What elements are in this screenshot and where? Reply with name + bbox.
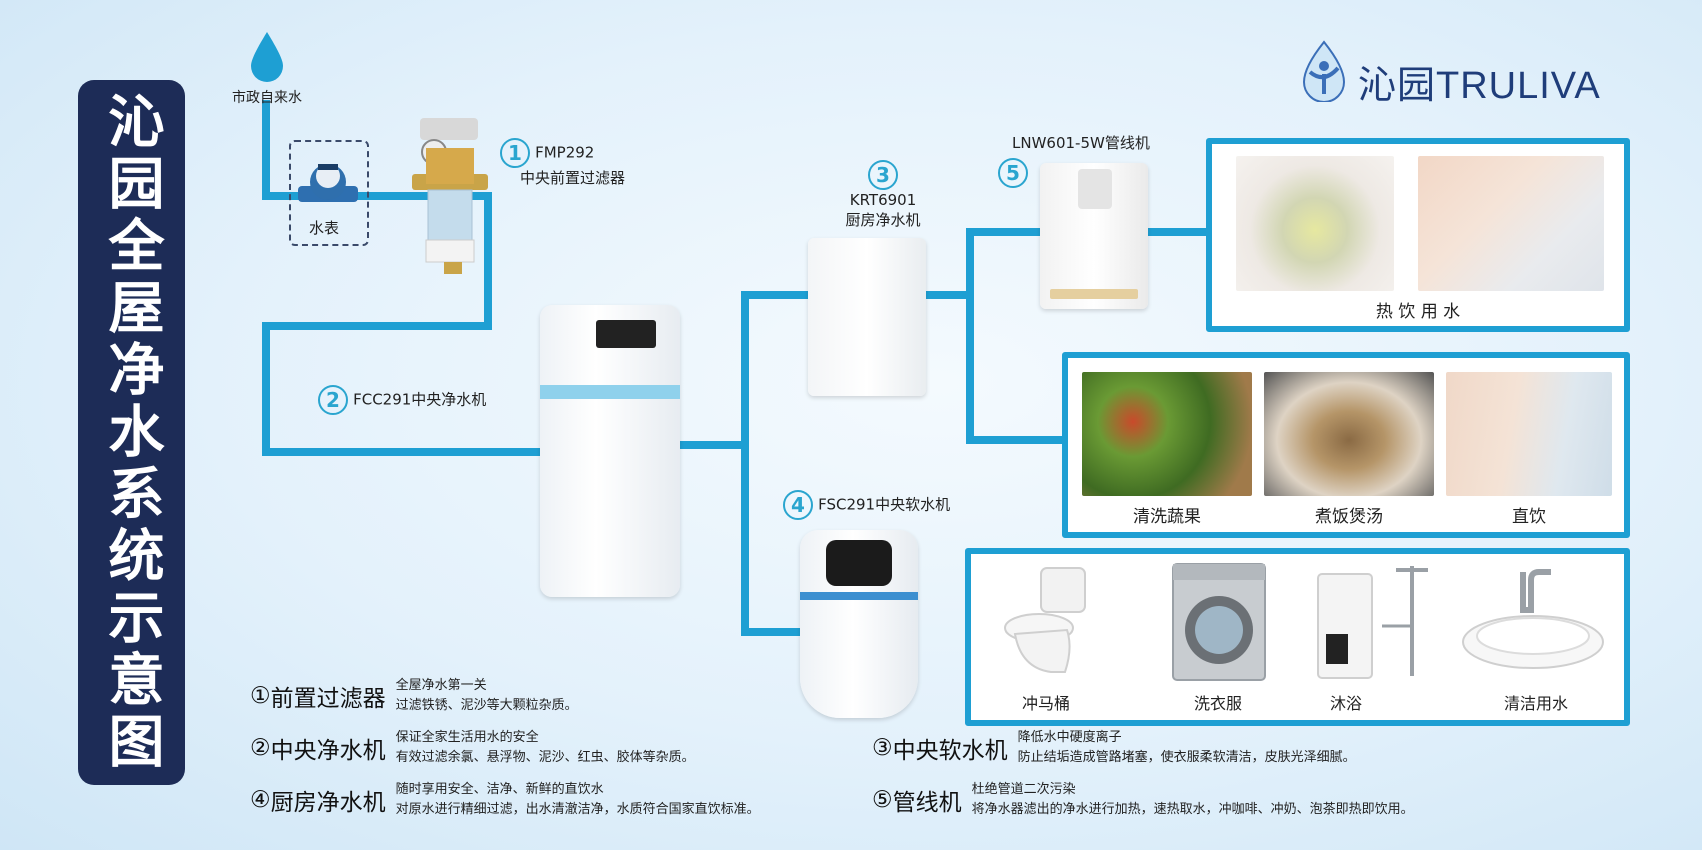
legend-4-head: 厨房净水机 [270, 790, 386, 816]
legend-4-line2: 对原水进行精细过滤，出水清澈洁净，水质符合国家直饮标准。 [395, 802, 760, 817]
photo-vegetables [1082, 372, 1252, 496]
legend-1-head: 前置过滤器 [270, 686, 386, 712]
device-3-number: 3 [868, 160, 898, 190]
drinking-caption-1: 清洗蔬果 [1133, 507, 1201, 527]
water-softener-image [800, 530, 918, 718]
water-meter-label: 水表 [309, 219, 340, 237]
hot-water-caption: 热 饮 用 水 [1375, 302, 1461, 322]
legend-3-num: ③ [872, 735, 893, 761]
brand-logo-icon [1298, 38, 1350, 103]
water-drop-icon [248, 30, 286, 86]
source-label: 市政自来水 [232, 90, 302, 106]
device-4-label: 4 FSC291中央软水机 [783, 490, 950, 520]
device-1-model: FMP292 [535, 143, 595, 162]
legend-3-line2: 防止结垢造成管路堵塞，使衣服柔软清洁，皮肤光泽细腻。 [1017, 750, 1356, 765]
legend-item-5: ⑤ 管线机 杜绝管道二次污染 将净水器滤出的净水进行加热，速热取水，冲咖啡、冲奶… [872, 780, 1414, 820]
device-2-number: 2 [318, 385, 348, 415]
photo-soup-pot [1264, 372, 1434, 496]
legend-item-4: ④ 厨房净水机 随时享用安全、洁净、新鲜的直饮水 对原水进行精细过滤，出水清澈洁… [250, 780, 760, 820]
kitchen-purifier-image [808, 238, 926, 396]
device-2-text: FCC291中央净水机 [353, 390, 487, 409]
legend-1-line2: 过滤铁锈、泥沙等大颗粒杂质。 [395, 698, 578, 713]
vertical-title: 沁园全屋净水系统示意图 [78, 80, 185, 785]
legend-item-2: ② 中央净水机 保证全家生活用水的安全 有效过滤余氯、悬浮物、泥沙、红虫、胶体等… [250, 728, 695, 768]
pre-filter-image [412, 118, 488, 282]
water-meter-box [289, 140, 369, 246]
water-meter-icon [296, 152, 360, 216]
photo-tea-cup [1236, 156, 1394, 291]
washing-machine-icon [1171, 562, 1267, 686]
legend-2-head: 中央净水机 [270, 738, 386, 764]
device-1-name: 中央前置过滤器 [520, 169, 626, 187]
device-2-label: 2 FCC291中央净水机 [318, 385, 486, 415]
soft-caption-4: 清洁用水 [1503, 694, 1568, 713]
pipeline-machine-image [1040, 163, 1148, 309]
soft-caption-3: 沐浴 [1329, 694, 1362, 713]
legend-2-line2: 有效过滤余氯、悬浮物、泥沙、红虫、胶体等杂质。 [395, 750, 695, 765]
legend-5-line2: 将净水器滤出的净水进行加热，速热取水，冲咖啡、冲奶、泡茶即热即饮用。 [971, 802, 1414, 817]
panel-hot-water: 热 饮 用 水 [1206, 138, 1630, 332]
device-3-name: 厨房净水机 [845, 211, 921, 229]
device-1-label: 1 FMP292 中央前置过滤器 [500, 138, 625, 188]
device-1-number: 1 [500, 138, 530, 168]
soft-caption-1: 冲马桶 [1021, 694, 1070, 713]
sink-faucet-icon [1461, 566, 1611, 686]
drinking-caption-2: 煮饭煲汤 [1315, 507, 1383, 527]
legend-5-head: 管线机 [892, 790, 962, 816]
legend-4-num: ④ [250, 787, 271, 813]
device-5-number: 5 [998, 158, 1028, 188]
legend-item-1: ① 前置过滤器 全屋净水第一关 过滤铁锈、泥沙等大颗粒杂质。 [250, 676, 578, 716]
photo-baby-drinking [1418, 156, 1604, 291]
device-3-model: KRT6901 [849, 191, 917, 209]
panel-drinking: 清洗蔬果 煮饭煲汤 直饮 [1062, 352, 1630, 538]
toilet-icon [1001, 564, 1091, 684]
legend-4-line1: 随时享用安全、洁净、新鲜的直饮水 [395, 782, 604, 797]
legend-3-line1: 降低水中硬度离子 [1017, 730, 1122, 745]
water-heater-shower-icon [1316, 560, 1436, 694]
legend-2-line1: 保证全家生活用水的安全 [395, 730, 539, 745]
legend-5-num: ⑤ [872, 787, 893, 813]
central-purifier-image [540, 305, 680, 597]
soft-caption-2: 洗衣服 [1193, 694, 1242, 713]
drinking-caption-3: 直饮 [1512, 507, 1546, 527]
legend-1-line1: 全屋净水第一关 [395, 678, 487, 693]
legend-2-num: ② [250, 735, 271, 761]
device-4-text: FSC291中央软水机 [818, 495, 951, 514]
legend-item-3: ③ 中央软水机 降低水中硬度离子 防止结垢造成管路堵塞，使衣服柔软清洁，皮肤光泽… [872, 728, 1356, 768]
legend-3-head: 中央软水机 [892, 738, 1008, 764]
legend-5-line1: 杜绝管道二次污染 [971, 782, 1076, 797]
photo-woman-drinking [1446, 372, 1612, 496]
brand-name: 沁园TRULIVA [1358, 65, 1601, 107]
device-3-label: 3 KRT6901 厨房净水机 [828, 160, 938, 230]
panel-soft-water: 冲马桶 洗衣服 沐浴 清洁用水 [965, 548, 1630, 726]
device-4-number: 4 [783, 490, 813, 520]
device-5-model: LNW601-5W管线机 [1012, 134, 1150, 152]
legend-1-num: ① [250, 683, 271, 709]
